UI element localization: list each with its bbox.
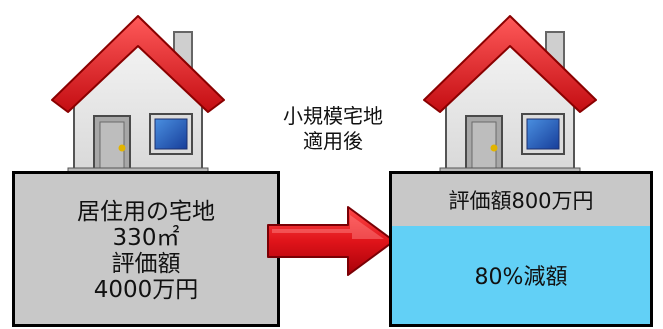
- left-box-line-1: 居住用の宅地: [77, 199, 215, 225]
- house-icon-left: [51, 15, 225, 179]
- residential-land-box: 居住用の宅地 330㎡ 評価額 4000万円: [12, 171, 280, 327]
- house-icon-right: [423, 15, 597, 179]
- left-box-line-4: 4000万円: [93, 277, 199, 303]
- caption: 小規模宅地 適用後: [268, 104, 398, 154]
- caption-line-1: 小規模宅地: [283, 104, 383, 128]
- reduction-label: 80%減額: [474, 265, 568, 290]
- right-arrow-icon: [267, 206, 395, 276]
- reduction-area: 80%減額: [392, 226, 650, 324]
- valuation-after-label: 評価額800万円: [448, 189, 594, 213]
- left-box-line-3: 評価額: [111, 251, 181, 277]
- caption-line-2: 適用後: [303, 129, 363, 153]
- after-application-box: 評価額800万円 80%減額: [389, 171, 653, 327]
- left-box-line-2: 330㎡: [112, 225, 180, 251]
